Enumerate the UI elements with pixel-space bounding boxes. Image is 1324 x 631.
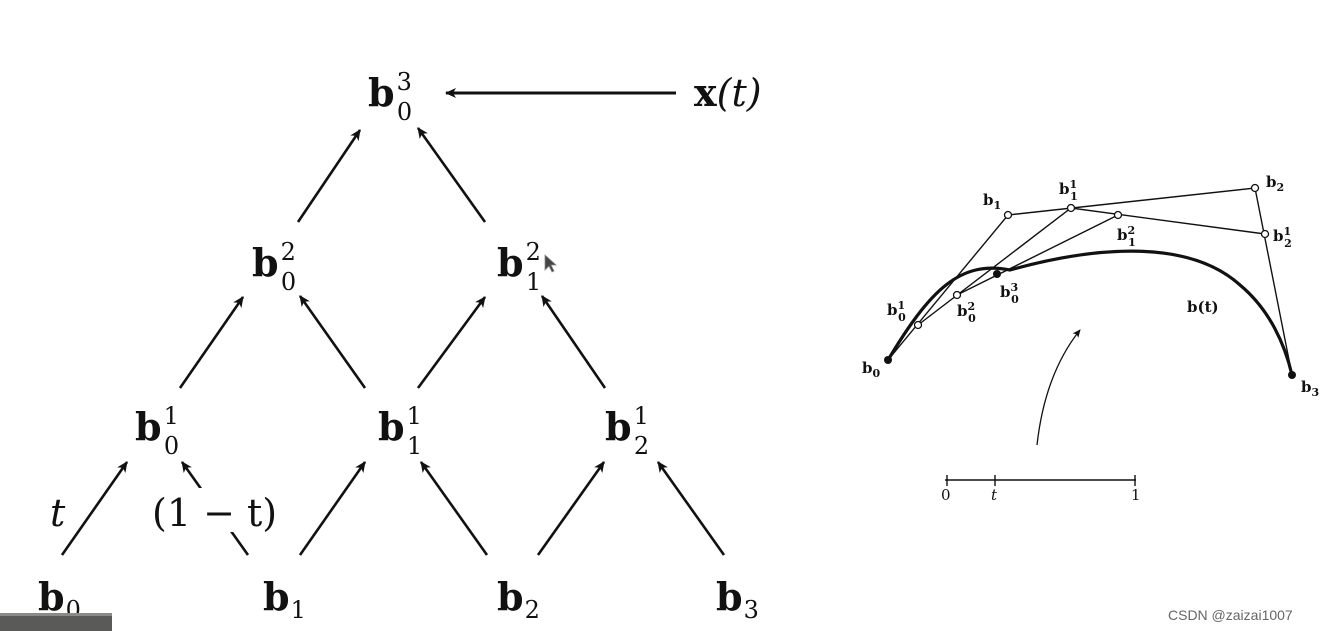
- control-polygon: [887, 187, 1293, 376]
- label-c-b0: b0: [862, 359, 881, 380]
- point-b01: [913, 320, 923, 330]
- arrow-b1-to-b11: [298, 461, 367, 556]
- label-c-b1: b1: [983, 191, 1001, 212]
- mapping-arrow: [1036, 329, 1081, 446]
- result-label: x(t): [694, 70, 762, 115]
- point-b03: [993, 270, 1001, 278]
- arrow-b0-to-b01: [60, 461, 129, 556]
- curve-label: b(t): [1187, 298, 1219, 316]
- pyramid-scheme: [60, 88, 726, 556]
- node-b2: b2: [497, 574, 540, 624]
- arrow-b01-to-b02: [178, 296, 245, 389]
- video-overlay-corner-edge: [0, 613, 112, 616]
- bezier-curve: [886, 249, 1294, 376]
- construction-points: [884, 183, 1296, 379]
- curve-construction: [886, 187, 1294, 486]
- label-c-b2: b2: [1266, 173, 1284, 194]
- point-b21: [1260, 229, 1270, 239]
- scale-label-t: t: [991, 486, 998, 504]
- level2-segment: [956, 214, 1119, 296]
- arrow-b02-to-b03: [296, 129, 362, 223]
- node-b1: b1: [263, 574, 306, 624]
- node-b3: b3: [716, 574, 759, 624]
- scale-label-0: 0: [941, 486, 951, 504]
- point-b3: [1288, 371, 1296, 379]
- point-b02: [952, 290, 962, 300]
- mouse-cursor-icon: [544, 254, 558, 273]
- scale-label-1: 1: [1131, 486, 1141, 504]
- label-c-b3: b3: [1301, 378, 1319, 399]
- point-b12: [1113, 210, 1123, 220]
- arrow-b2-to-b21: [536, 461, 606, 556]
- point-b1: [1003, 210, 1013, 220]
- video-overlay-corner: [0, 615, 112, 631]
- weight-one-minus-t: (1 − t): [152, 491, 277, 535]
- point-b0: [884, 356, 892, 364]
- point-b11: [1066, 203, 1076, 213]
- arrow-b2-to-b11: [419, 461, 489, 556]
- point-b2: [1250, 183, 1260, 193]
- watermark: CSDN @zaizai1007: [1168, 607, 1293, 623]
- arrow-b11-to-b12: [416, 296, 487, 389]
- weight-t: t: [50, 491, 66, 535]
- arrow-b12-to-b03: [416, 127, 487, 223]
- arrow-b3-to-b21: [656, 461, 726, 556]
- weight-label-mask: [170, 488, 282, 532]
- arrow-b11-to-b02: [298, 295, 367, 389]
- arrow-b21-to-b12: [540, 295, 607, 389]
